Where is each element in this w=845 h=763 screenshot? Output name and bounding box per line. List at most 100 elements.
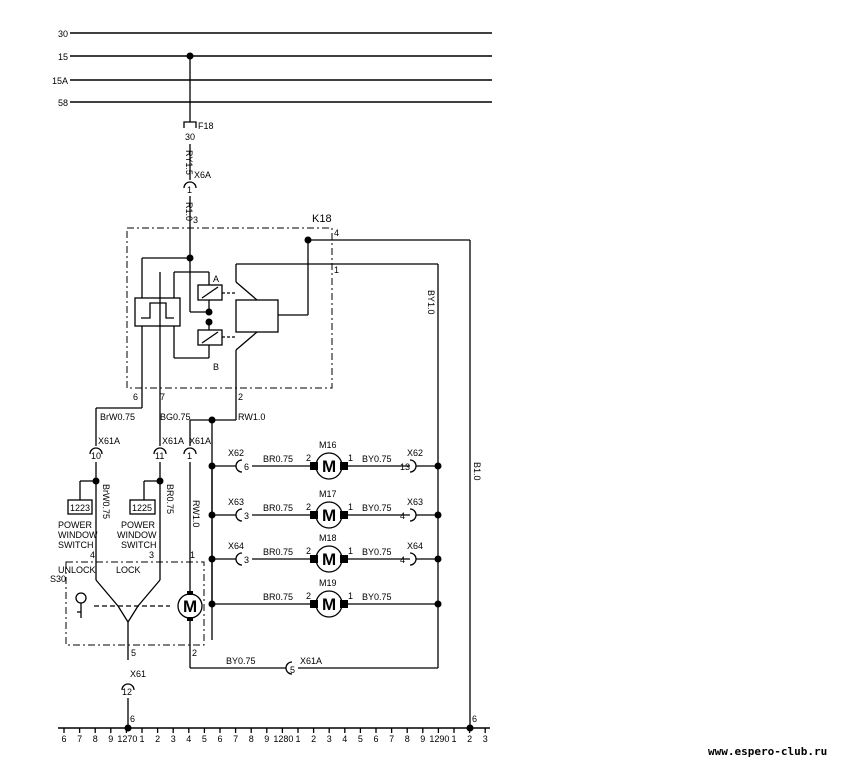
wire-r10-label: R1.0 [184, 202, 194, 221]
scale-label: 1 [296, 734, 301, 744]
wire-brw075-v-label: BrW0.75 [101, 484, 111, 519]
motor-symbol: M [322, 506, 336, 525]
scale-label: 3 [327, 734, 332, 744]
scale-label: 2 [311, 734, 316, 744]
s30-label: S30 [50, 574, 66, 584]
conn-x61-pin: 12 [122, 687, 132, 697]
connector-right-label: X62 [407, 448, 423, 458]
s30-pin-bottom-right: 2 [192, 648, 197, 658]
lock-motor-symbol: M [183, 597, 197, 616]
motor-name: M17 [319, 489, 337, 499]
connector-left-label: X62 [228, 448, 244, 458]
scale-label: 8 [405, 734, 410, 744]
switch-unlock-code-box [67, 499, 93, 515]
wire-right-label: BY0.75 [362, 454, 392, 464]
scale-label: 9 [264, 734, 269, 744]
connector-left-symbol [235, 552, 243, 566]
connector-right-pin: 4 [400, 555, 405, 565]
motor-pin-right: 1 [348, 453, 353, 463]
s30-outline [65, 561, 205, 646]
return-wires: BY1.0 B1.0 6 [426, 240, 482, 732]
scale-label: 4 [186, 734, 191, 744]
connector-left-pin: 6 [244, 462, 249, 472]
conn-x61-symbol [121, 683, 135, 691]
motor-terminal-left [310, 600, 318, 608]
switch-lock-line3: SWITCH [121, 540, 157, 550]
scale-label: 6 [218, 734, 223, 744]
bus-label-30: 30 [58, 29, 68, 39]
scale-label: 8 [249, 734, 254, 744]
scale-label: 1 [140, 734, 145, 744]
connector-left-pin: 3 [244, 511, 249, 521]
motor-pin-left: 2 [306, 546, 311, 556]
scale-label: 3 [483, 734, 488, 744]
switch-unlock-pin: 4 [90, 550, 95, 560]
motor-terminal-left [310, 511, 318, 519]
motor-symbol: M [322, 457, 336, 476]
scale-label: 7 [77, 734, 82, 744]
conn-x61a-5-pin: 5 [290, 665, 295, 675]
motor-pin-right: 1 [348, 591, 353, 601]
switch-unlock-line1: POWER [58, 520, 93, 530]
s30-unlock-label: UNLOCK [58, 565, 96, 575]
motor-pin-right: 1 [348, 546, 353, 556]
switch-lock-line2: WINDOW [117, 530, 157, 540]
scale-label: 9 [108, 734, 113, 744]
wire-right-label: BY0.75 [362, 503, 392, 513]
switch-unlock-line3: SWITCH [58, 540, 94, 550]
scale-label: 2 [155, 734, 160, 744]
scale-label: 8 [93, 734, 98, 744]
relay-pin-6: 6 [133, 392, 138, 402]
motor-name: M18 [319, 533, 337, 543]
connector-left-symbol [235, 459, 243, 473]
ground-pin-left: 6 [130, 714, 135, 724]
bus-label-58: 58 [58, 98, 68, 108]
relay-pin-3: 3 [193, 215, 198, 225]
key-icon [75, 592, 87, 604]
scale-label: 1290 [429, 734, 449, 744]
fuse-terminal-label: 30 [185, 132, 195, 142]
motor-terminal-right [340, 511, 348, 519]
conn-x61a-1-label: X61A [189, 436, 211, 446]
wire-rw10-v-label: RW1.0 [191, 500, 201, 527]
relay-pulse-icon [141, 302, 174, 319]
scale-label: 5 [358, 734, 363, 744]
motor-name: M19 [319, 578, 337, 588]
switch-lock-pin: 3 [149, 550, 154, 560]
scale-label: 1 [452, 734, 457, 744]
wire-left-label: BR0.75 [263, 547, 293, 557]
conn-x61a-10-label: X61A [98, 436, 120, 446]
switch-lock-line1: POWER [121, 520, 156, 530]
relay-pin-1: 1 [334, 265, 339, 275]
wire-br075-v-label: BR0.75 [165, 484, 175, 514]
relay-pin-4: 4 [334, 228, 339, 238]
scale-label: 3 [171, 734, 176, 744]
wire-left-label: BR0.75 [263, 503, 293, 513]
bus-label-15a: 15A [52, 76, 68, 86]
switch-unlock-code: 1223 [70, 503, 90, 513]
wire-ry15-label: RY1.5 [184, 150, 194, 175]
wire-right-label: BY0.75 [362, 592, 392, 602]
conn-x61a-5-label: X61A [300, 656, 322, 666]
connector-left-symbol [235, 508, 243, 522]
ground-pin-right: 6 [472, 714, 477, 724]
fuse-feed: F18 30 RY1.5 X6A 1 R1.0 [183, 56, 214, 258]
connector-right-pin: 4 [400, 511, 405, 521]
motor-terminal-left [310, 555, 318, 563]
scale-label: 2 [467, 734, 472, 744]
x61a-connectors: X61A 10 X61A 11 X61A 1 [89, 436, 211, 461]
scale-label: 6 [62, 734, 67, 744]
connector-x6a-label: X6A [194, 170, 211, 180]
relay-pin-2: 2 [238, 392, 243, 402]
connector-left-label: X64 [228, 541, 244, 551]
connector-right-symbol [409, 508, 417, 522]
switch-unlock-line2: WINDOW [58, 530, 98, 540]
conn-x61-label: X61 [130, 669, 146, 679]
relay-k18: K18 3 4 1 6 7 2 A B [126, 213, 470, 402]
scale-label: 5 [202, 734, 207, 744]
scale-label: 9 [420, 734, 425, 744]
